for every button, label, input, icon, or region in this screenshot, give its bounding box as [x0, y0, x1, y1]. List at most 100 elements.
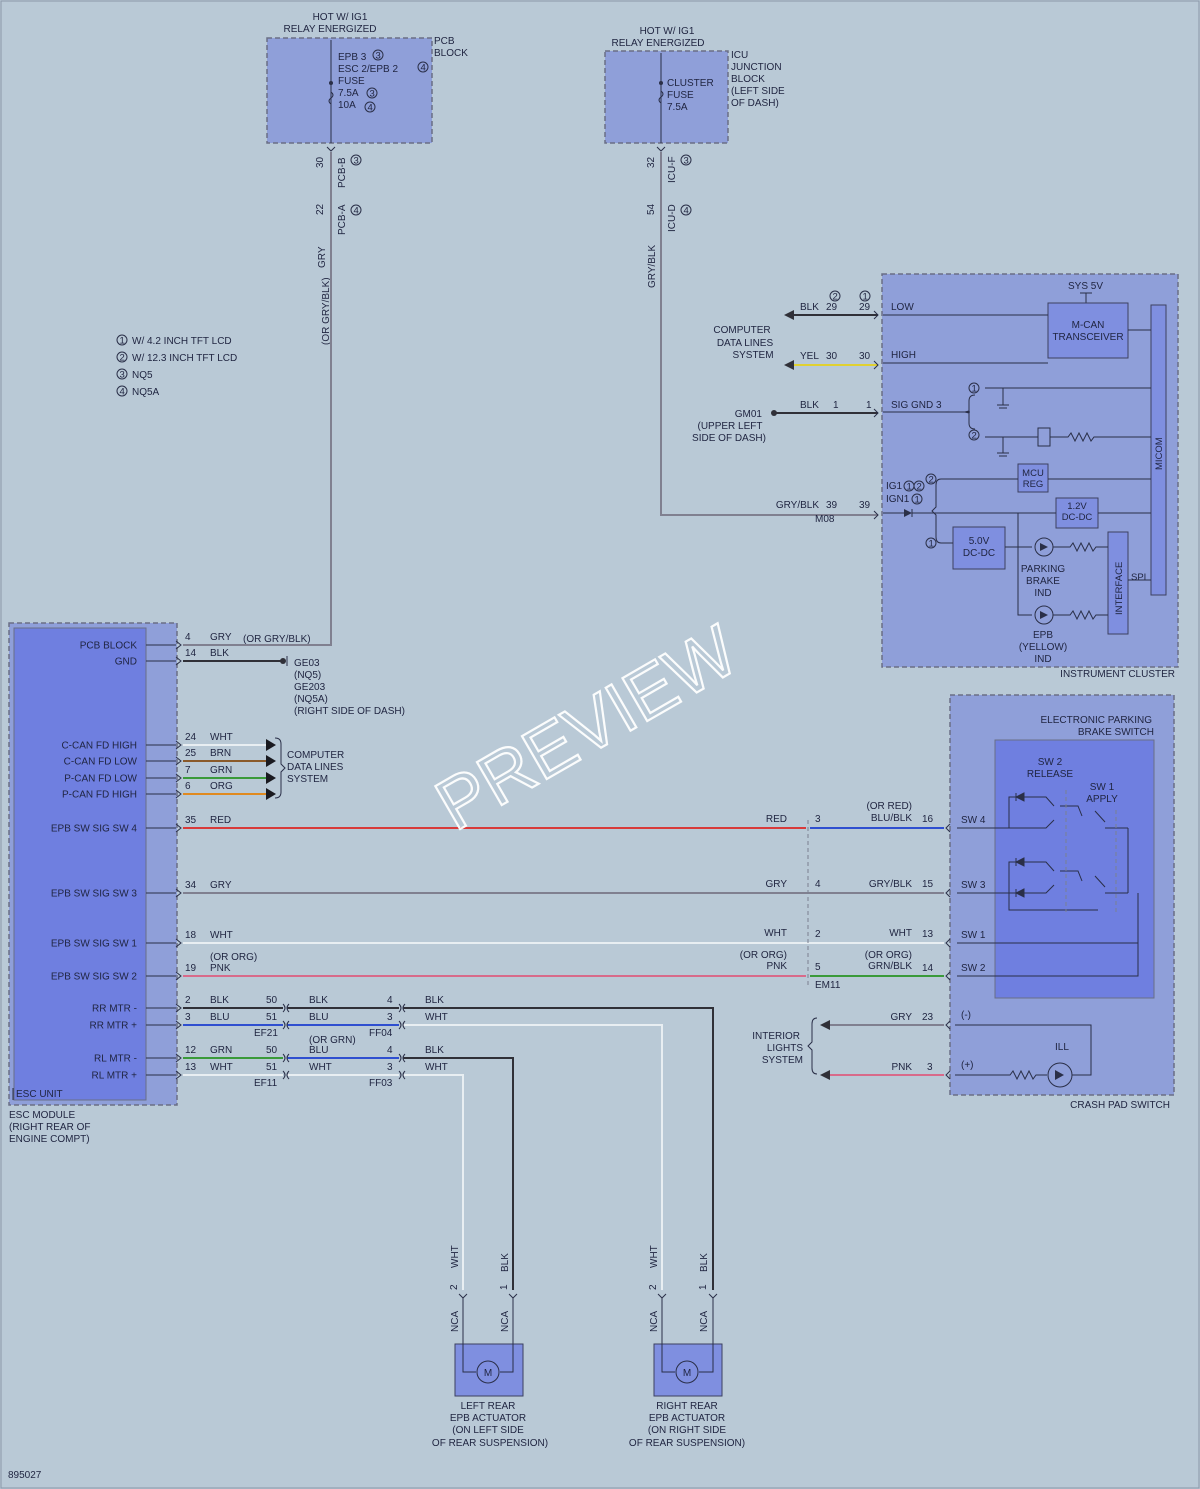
esc-wire-color: BRN: [210, 748, 231, 759]
svg-text:15: 15: [922, 879, 934, 890]
gm01-ground: GM01: [735, 409, 763, 420]
esc-pin-number: 35: [185, 815, 197, 826]
esc-module-label: ESC MODULE: [9, 1110, 75, 1121]
esc-pin-terminal: [175, 1003, 182, 1013]
esc-pin-number: 3: [185, 1012, 191, 1023]
svg-text:GRY/BLK: GRY/BLK: [647, 245, 658, 288]
svg-text:SYSTEM: SYSTEM: [287, 774, 328, 785]
svg-text:EF21: EF21: [254, 1028, 278, 1039]
svg-text:39: 39: [826, 500, 838, 511]
svg-text:WHT: WHT: [425, 1012, 448, 1023]
svg-text:4: 4: [368, 103, 373, 114]
dc-dc-1v2: 1.2V: [1067, 501, 1087, 512]
motor-symbol: M: [683, 1368, 691, 1379]
svg-text:BRAKE: BRAKE: [1026, 576, 1060, 587]
svg-text:SYS 5V: SYS 5V: [1068, 281, 1103, 292]
svg-text:3: 3: [370, 89, 375, 100]
svg-text:(YELLOW): (YELLOW): [1019, 642, 1067, 653]
esc-pin-label: RL MTR +: [92, 1071, 138, 1082]
svg-text:SW 3: SW 3: [961, 880, 986, 891]
svg-text:51: 51: [266, 1062, 278, 1073]
esc-pin-terminal: [175, 1020, 182, 1030]
svg-text:30: 30: [859, 351, 871, 362]
svg-text:RELAY ENERGIZED: RELAY ENERGIZED: [612, 38, 705, 49]
svg-text:(OR GRN): (OR GRN): [309, 1035, 356, 1046]
svg-text:10A: 10A: [338, 100, 356, 111]
esc-pin-terminal: [175, 971, 182, 981]
pcb-fuse-epb3: EPB 3: [338, 52, 367, 63]
svg-text:DATA LINES: DATA LINES: [717, 338, 774, 349]
svg-text:SIG GND 3: SIG GND 3: [891, 400, 942, 411]
esc-pin-label: EPB SW SIG SW 3: [51, 889, 138, 900]
svg-text:3: 3: [387, 1012, 393, 1023]
legend-item: NQ5: [132, 370, 153, 381]
esc-pin-label: EPB SW SIG SW 1: [51, 939, 138, 950]
esc-pin-terminal: [175, 938, 182, 948]
computer-data-lines-label: COMPUTER: [713, 325, 770, 336]
svg-text:LIGHTS: LIGHTS: [767, 1043, 803, 1054]
svg-text:YEL: YEL: [800, 351, 819, 362]
svg-text:SYSTEM: SYSTEM: [732, 350, 773, 361]
motor-symbol: M: [484, 1368, 492, 1379]
esc-wire-color: BLU: [210, 1012, 229, 1023]
svg-text:EPB ACTUATOR: EPB ACTUATOR: [649, 1413, 725, 1424]
esc-pin-terminal: [175, 1070, 182, 1080]
svg-text:GRN/BLK: GRN/BLK: [868, 961, 912, 972]
esc-pin-terminal: [175, 823, 182, 833]
svg-text:OF REAR SUSPENSION): OF REAR SUSPENSION): [432, 1438, 548, 1449]
esc-pin-number: 14: [185, 648, 197, 659]
svg-text:APPLY: APPLY: [1086, 794, 1118, 805]
svg-text:WHT: WHT: [649, 1245, 660, 1268]
svg-text:4: 4: [815, 879, 821, 890]
svg-text:WHT: WHT: [889, 928, 912, 939]
svg-text:FF04: FF04: [369, 1028, 393, 1039]
svg-text:2: 2: [815, 929, 821, 940]
svg-text:14: 14: [922, 963, 934, 974]
diagram-number: 895027: [8, 1470, 42, 1481]
svg-text:2: 2: [929, 475, 934, 486]
svg-text:(OR GRY/BLK): (OR GRY/BLK): [243, 634, 311, 645]
svg-text:HIGH: HIGH: [891, 350, 916, 361]
svg-text:IG1: IG1: [886, 481, 903, 492]
svg-text:OF REAR SUSPENSION): OF REAR SUSPENSION): [629, 1438, 745, 1449]
svg-text:2: 2: [917, 482, 922, 493]
legend-item: W/ 4.2 INCH TFT LCD: [132, 336, 232, 347]
svg-text:BLOCK: BLOCK: [731, 74, 765, 85]
esc-wire-color: ORG: [210, 781, 233, 792]
esc-wire-color: BLK: [210, 648, 229, 659]
left-rear-epb-actuator: WHT 2 BLK 1 NCA NCA M LEFT REAR EPB ACTU…: [432, 1245, 548, 1449]
legend: 1 W/ 4.2 INCH TFT LCD 2 W/ 12.3 INCH TFT…: [116, 334, 237, 398]
svg-text:WHT: WHT: [764, 928, 787, 939]
svg-text:1: 1: [698, 1284, 709, 1290]
esc-module: ESC UNIT ESC MODULE (RIGHT REAR OF ENGIN…: [8, 622, 405, 1145]
svg-text:23: 23: [922, 1012, 934, 1023]
motor-connectors: 50 51 EF21 BLK BLU 4 3 FF04 BLK WHT 50 5…: [254, 995, 448, 1089]
svg-text:LEFT REAR: LEFT REAR: [461, 1401, 516, 1412]
svg-text:DC-DC: DC-DC: [1062, 512, 1093, 523]
m-can-transceiver: M-CAN: [1072, 320, 1105, 331]
esc-wire-color: GRY: [210, 880, 232, 891]
interface-block: INTERFACE: [1114, 562, 1125, 615]
svg-text:WHT: WHT: [425, 1062, 448, 1073]
svg-text:NCA: NCA: [450, 1311, 461, 1332]
svg-text:7.5A: 7.5A: [667, 102, 688, 113]
esc-pin-terminal: [175, 640, 182, 650]
svg-text:4: 4: [120, 387, 125, 398]
svg-text:(OR GRY/BLK): (OR GRY/BLK): [321, 277, 332, 345]
svg-text:GRY/BLK: GRY/BLK: [776, 500, 819, 511]
icu-name: ICU: [731, 50, 748, 61]
svg-text:(RIGHT REAR OF: (RIGHT REAR OF: [9, 1122, 90, 1133]
svg-text:WHT: WHT: [309, 1062, 332, 1073]
parking-brake-indicator: PARKING: [1021, 564, 1065, 575]
dc-dc-5v0: 5.0V: [969, 536, 990, 547]
esc-pin-number: 7: [185, 765, 191, 776]
svg-text:BLU/BLK: BLU/BLK: [871, 813, 912, 824]
pcb-relay-label: RELAY ENERGIZED: [284, 24, 377, 35]
svg-text:51: 51: [266, 1012, 278, 1023]
legend-item: W/ 12.3 INCH TFT LCD: [132, 353, 237, 364]
esc-pin-number: 12: [185, 1045, 197, 1056]
svg-text:1: 1: [972, 384, 977, 395]
svg-text:GRY: GRY: [317, 246, 328, 268]
svg-text:BLOCK: BLOCK: [434, 48, 468, 59]
esc-pin-label: C-CAN FD LOW: [64, 757, 138, 768]
